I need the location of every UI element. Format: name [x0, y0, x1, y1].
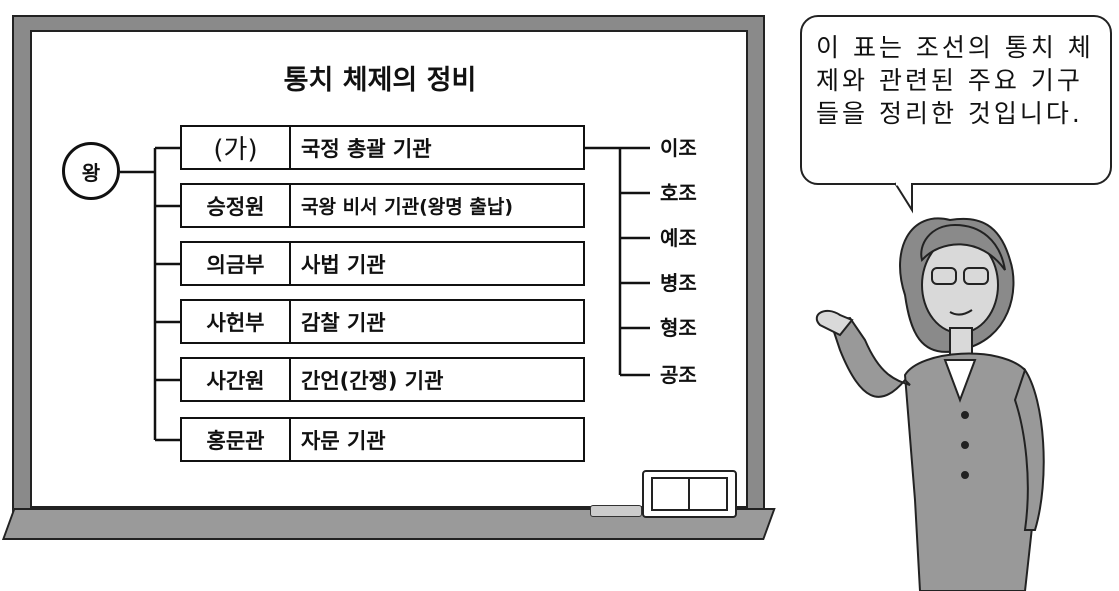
- org-row: 의금부 사법 기관: [180, 241, 585, 286]
- king-node: 왕: [62, 142, 120, 200]
- org-name: (가): [182, 127, 291, 168]
- ministry-label: 이조: [660, 136, 697, 160]
- ministry-label: 호조: [660, 181, 697, 205]
- org-row: 사헌부 감찰 기관: [180, 299, 585, 344]
- connector-lines: [120, 146, 650, 442]
- org-row: 홍문관 자문 기관: [180, 417, 585, 462]
- teacher-illustration: [815, 217, 1045, 591]
- king-label: 왕: [81, 160, 101, 185]
- org-name: 사헌부: [182, 301, 291, 342]
- org-desc: 국정 총괄 기관: [301, 136, 432, 161]
- ministry-label: 형조: [660, 316, 697, 340]
- org-row: 사간원 간언(간쟁) 기관: [180, 357, 585, 402]
- org-desc: 감찰 기관: [301, 310, 386, 335]
- org-name: 홍문관: [182, 419, 291, 460]
- ministry-label: 공조: [660, 363, 697, 387]
- speech-bubble: 이 표는 조선의 통치 체제와 관련된 주요 기구들을 정리한 것입니다.: [800, 15, 1112, 185]
- org-desc: 사법 기관: [301, 252, 386, 277]
- org-name: 사간원: [182, 359, 291, 400]
- org-row: 승정원 국왕 비서 기관(왕명 출납): [180, 183, 585, 228]
- org-name: 승정원: [182, 185, 291, 226]
- org-name: 의금부: [182, 243, 291, 284]
- diagram-title: 통치 체제의 정비: [283, 65, 477, 96]
- ministry-label: 예조: [660, 226, 697, 250]
- ministry-label: 병조: [660, 271, 697, 295]
- org-desc: 자문 기관: [301, 428, 386, 453]
- speech-bubble-tail: [894, 182, 913, 214]
- chalk: [590, 505, 642, 517]
- speech-text: 이 표는 조선의 통치 체제와 관련된 주요 기구들을 정리한 것입니다.: [816, 33, 1094, 128]
- eraser: [642, 470, 737, 518]
- org-desc: 간언(간쟁) 기관: [301, 368, 444, 393]
- org-row: (가) 국정 총괄 기관: [180, 125, 585, 170]
- org-desc: 국왕 비서 기관(왕명 출납): [301, 196, 514, 218]
